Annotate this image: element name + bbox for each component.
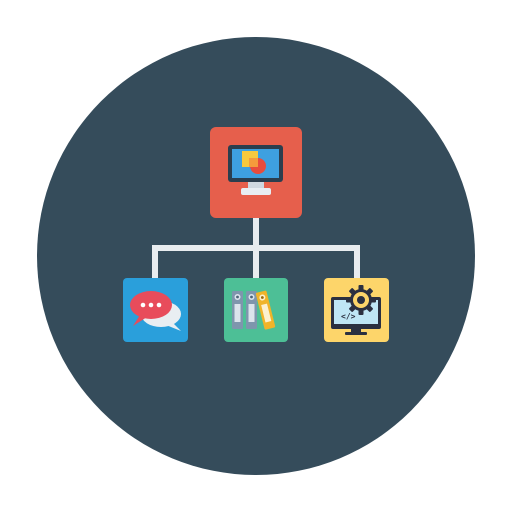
gear-icon bbox=[346, 285, 376, 315]
chat-bubbles-icon bbox=[130, 291, 181, 331]
desktop-design-icon bbox=[228, 145, 283, 195]
developer-node: </> bbox=[324, 278, 389, 342]
binder-folders-icon bbox=[232, 290, 276, 330]
connector-lines bbox=[152, 212, 360, 283]
folders-node bbox=[224, 278, 288, 342]
svg-text:</>: </> bbox=[341, 312, 356, 321]
root-node bbox=[210, 127, 302, 218]
code-settings-monitor-icon: </> bbox=[331, 285, 381, 335]
chat-node bbox=[123, 278, 188, 342]
